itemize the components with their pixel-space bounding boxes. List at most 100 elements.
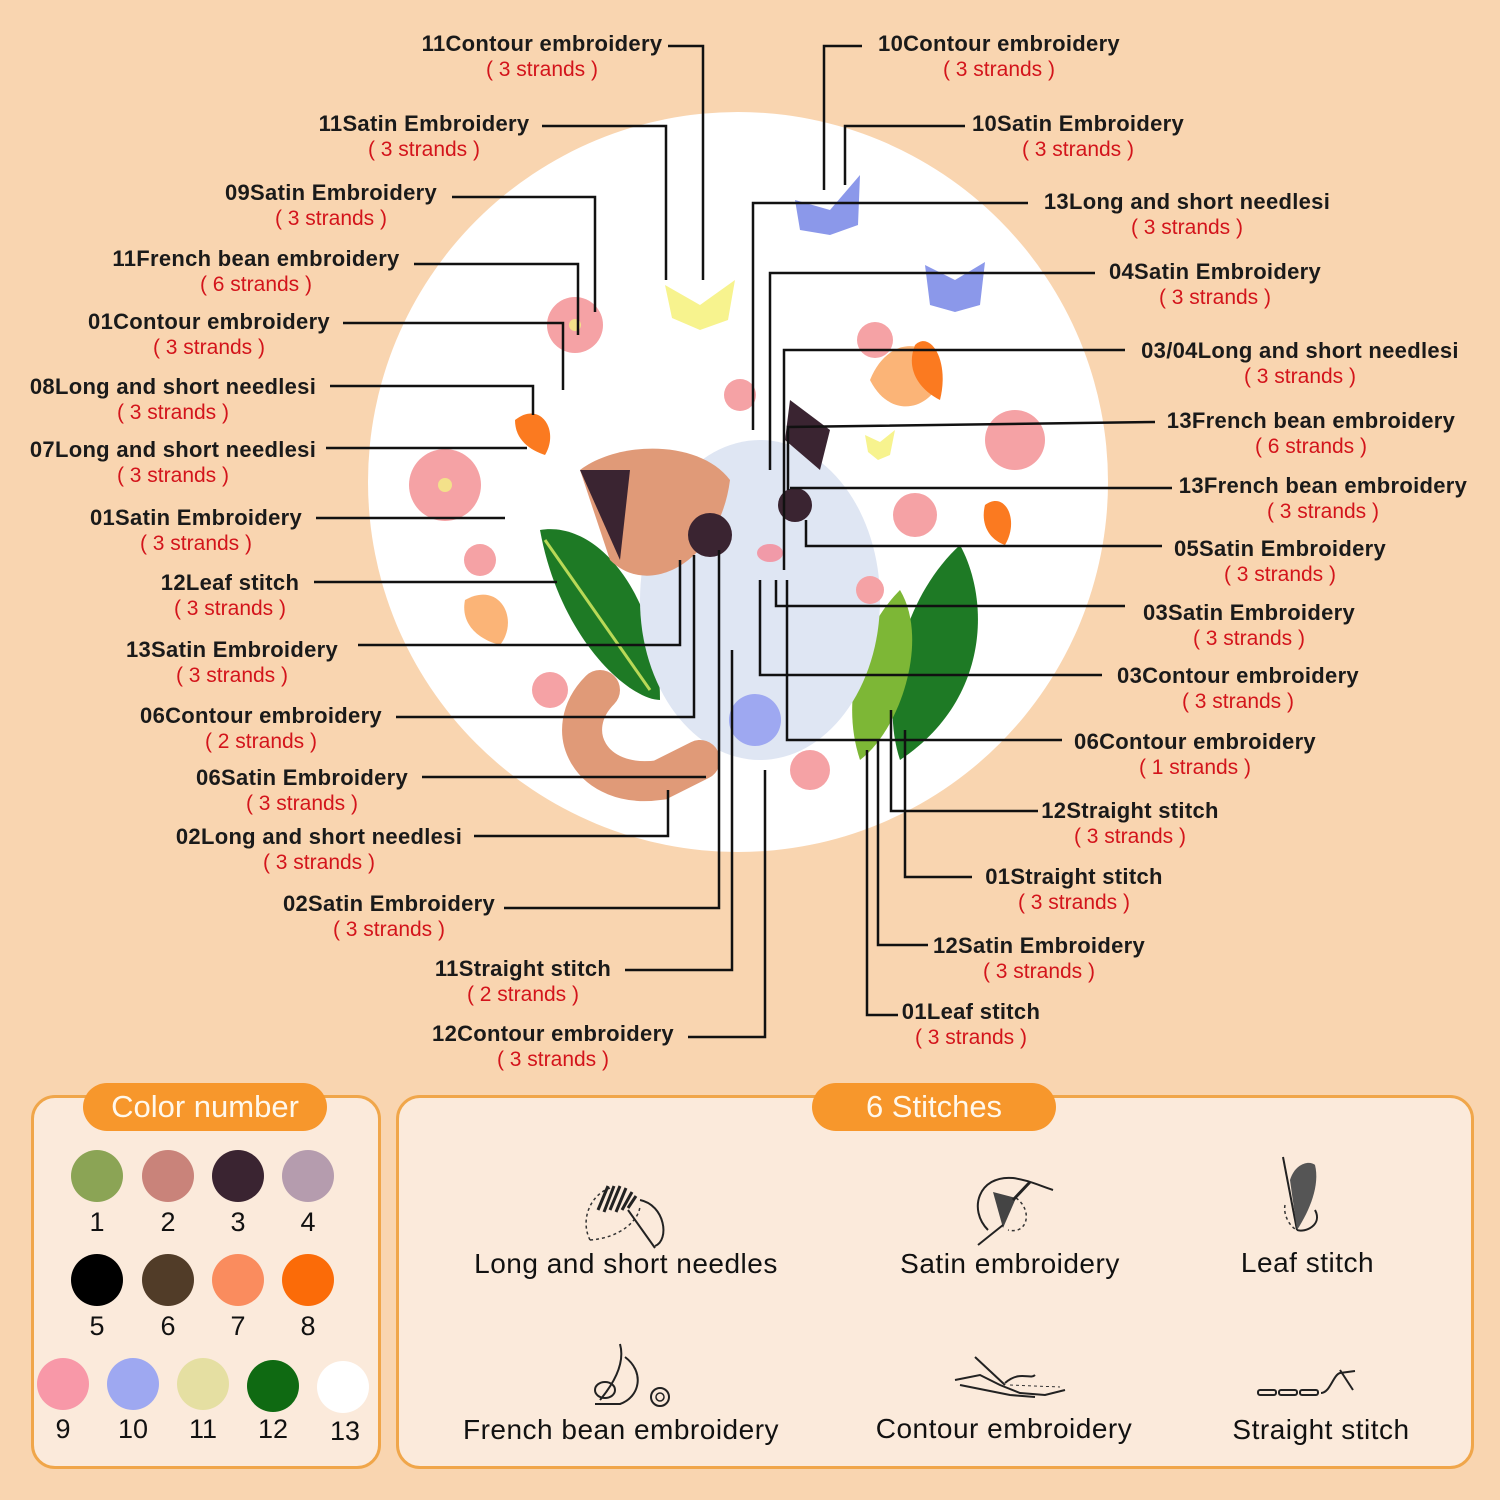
label-06-contour-embroidery-1: 06Contour embroidery ( 1 strands ) (1066, 729, 1324, 781)
strand-count: ( 3 strands ) (485, 58, 599, 81)
leader-line (876, 740, 928, 947)
label-13-satin-embroidery: 13Satin Embroidery ( 3 strands ) (120, 637, 344, 689)
stitch-label: 13French bean embroidery (1166, 408, 1456, 433)
stitch-type-long-short: Long and short needles (474, 1248, 778, 1279)
strand-count: ( 3 strands ) (1266, 500, 1380, 523)
label-09-satin-embroidery: 09Satin Embroidery ( 3 strands ) (219, 180, 443, 232)
stitch-label: 13French bean embroidery (1178, 473, 1468, 498)
strand-count: ( 6 strands ) (199, 273, 313, 296)
leader-line (452, 195, 597, 312)
label-02-satin-embroidery: 02Satin Embroidery ( 3 strands ) (277, 891, 501, 943)
leader-line (889, 710, 1038, 813)
label-12-straight-stitch: 12Straight stitch ( 3 strands ) (1037, 798, 1223, 850)
strand-count: ( 3 strands ) (1021, 138, 1135, 161)
leaf-stitch-icon (1282, 1156, 1318, 1232)
strand-count: ( 3 strands ) (1130, 216, 1244, 239)
label-01-contour-embroidery: 01Contour embroidery ( 3 strands ) (80, 309, 338, 361)
leader-line (668, 44, 705, 280)
stitch-label: 10Satin Embroidery (971, 111, 1185, 136)
label-12-leaf-stitch: 12Leaf stitch ( 3 strands ) (150, 570, 310, 622)
label-11-french-bean-embroidery: 11French bean embroidery ( 6 strands ) (103, 246, 409, 298)
leader-line (330, 384, 535, 415)
leader-line (758, 580, 1102, 677)
strand-count: ( 3 strands ) (175, 664, 289, 687)
leader-line (822, 44, 862, 190)
color-number-label: 13 (329, 1416, 361, 1446)
label-03-satin-embroidery: 03Satin Embroidery ( 3 strands ) (1137, 600, 1361, 652)
stitch-label: 03/04Long and short needlesi (1141, 338, 1459, 363)
label-11-straight-stitch: 11Straight stitch ( 2 strands ) (430, 956, 616, 1008)
stitches-title: 6 Stitches (812, 1083, 1056, 1131)
strand-count: ( 1 strands ) (1138, 756, 1252, 779)
stitch-label: 07Long and short needlesi (29, 437, 317, 462)
color-number-label: 4 (300, 1207, 316, 1237)
label-10-satin-embroidery: 10Satin Embroidery ( 3 strands ) (966, 111, 1190, 163)
stitch-label: 01Satin Embroidery (89, 505, 303, 530)
stitch-type-leaf: Leaf stitch (1240, 1247, 1375, 1278)
stitch-label: 11French bean embroidery (112, 246, 400, 271)
stitch-label: 11Contour embroidery (421, 31, 663, 56)
color-swatch-13 (317, 1361, 369, 1413)
color-number-label: 12 (257, 1414, 289, 1444)
label-12-contour-embroidery: 12Contour embroidery ( 3 strands ) (424, 1021, 682, 1073)
label-07-long-short: 07Long and short needlesi ( 3 strands ) (22, 437, 324, 489)
straight-stitch-icon (1257, 1369, 1356, 1396)
stitch-label: 03Satin Embroidery (1142, 600, 1356, 625)
label-03-contour-embroidery: 03Contour embroidery ( 3 strands ) (1109, 663, 1367, 715)
strand-count: ( 3 strands ) (1073, 825, 1187, 848)
stitch-label: 06Contour embroidery (1074, 729, 1316, 754)
stitch-type-straight: Straight stitch (1232, 1414, 1410, 1445)
stitch-label: 02Satin Embroidery (282, 891, 496, 916)
stitch-label: 01Straight stitch (985, 864, 1163, 889)
color-number-label: 5 (89, 1311, 105, 1341)
label-03-04-long-short: 03/04Long and short needlesi ( 3 strands… (1130, 338, 1470, 390)
color-swatch-12 (247, 1360, 299, 1412)
leader-line (688, 770, 767, 1039)
color-swatch-7 (212, 1254, 264, 1306)
leader-line (804, 520, 1162, 548)
stitch-label: 04Satin Embroidery (1108, 259, 1322, 284)
butterfly-icons (665, 175, 985, 460)
strand-count: ( 3 strands ) (914, 1026, 1028, 1049)
label-05-satin-embroidery: 05Satin Embroidery ( 3 strands ) (1168, 536, 1392, 588)
stitch-label: 06Satin Embroidery (195, 765, 409, 790)
stitch-label: 08Long and short needlesi (29, 374, 317, 399)
label-04-satin-embroidery: 04Satin Embroidery ( 3 strands ) (1103, 259, 1327, 311)
leader-line (474, 790, 670, 838)
stitch-type-french-bean: French bean embroidery (462, 1414, 780, 1445)
leader-line (786, 420, 1156, 490)
label-06-contour-embroidery: 06Contour embroidery ( 2 strands ) (132, 703, 390, 755)
stitch-label: 01Contour embroidery (88, 309, 330, 334)
color-number-title: Color number (83, 1083, 327, 1131)
label-10-contour-embroidery: 10Contour embroidery ( 3 strands ) (870, 31, 1128, 83)
label-02-long-short: 02Long and short needlesi ( 3 strands ) (168, 824, 470, 876)
color-number-label: 11 (188, 1414, 218, 1444)
leader-line (768, 271, 1095, 470)
color-number-label: 3 (230, 1207, 246, 1237)
stitch-label: 11Satin Embroidery (318, 111, 530, 136)
color-swatch-10 (107, 1358, 159, 1410)
label-01-satin-embroidery: 01Satin Embroidery ( 3 strands ) (84, 505, 308, 557)
label-12-satin-embroidery: 12Satin Embroidery ( 3 strands ) (927, 933, 1151, 985)
left-leaf-icon (540, 529, 660, 700)
label-13-french-bean-3: 13French bean embroidery ( 3 strands ) (1170, 473, 1476, 525)
stitch-label: 12Straight stitch (1041, 798, 1219, 823)
color-swatch-4 (282, 1150, 334, 1202)
strand-count: ( 2 strands ) (466, 983, 580, 1006)
color-swatch-11 (177, 1358, 229, 1410)
strand-count: ( 3 strands ) (139, 532, 253, 555)
color-number-label: 6 (160, 1311, 176, 1341)
stitch-label: 09Satin Embroidery (224, 180, 438, 205)
stitch-label: 01Leaf stitch (901, 999, 1041, 1024)
color-swatch-9 (37, 1358, 89, 1410)
strand-count: ( 3 strands ) (1192, 627, 1306, 650)
leader-line (865, 750, 898, 1017)
stitch-label: 12Contour embroidery (432, 1021, 674, 1046)
leader-line (782, 348, 1125, 570)
french-knot-icon (594, 1343, 670, 1407)
stitch-label: 02Long and short needlesi (175, 824, 463, 849)
stitch-label: 12Leaf stitch (160, 570, 300, 595)
stitch-label: 13Long and short needlesi (1043, 189, 1331, 214)
leader-line (751, 201, 1028, 430)
